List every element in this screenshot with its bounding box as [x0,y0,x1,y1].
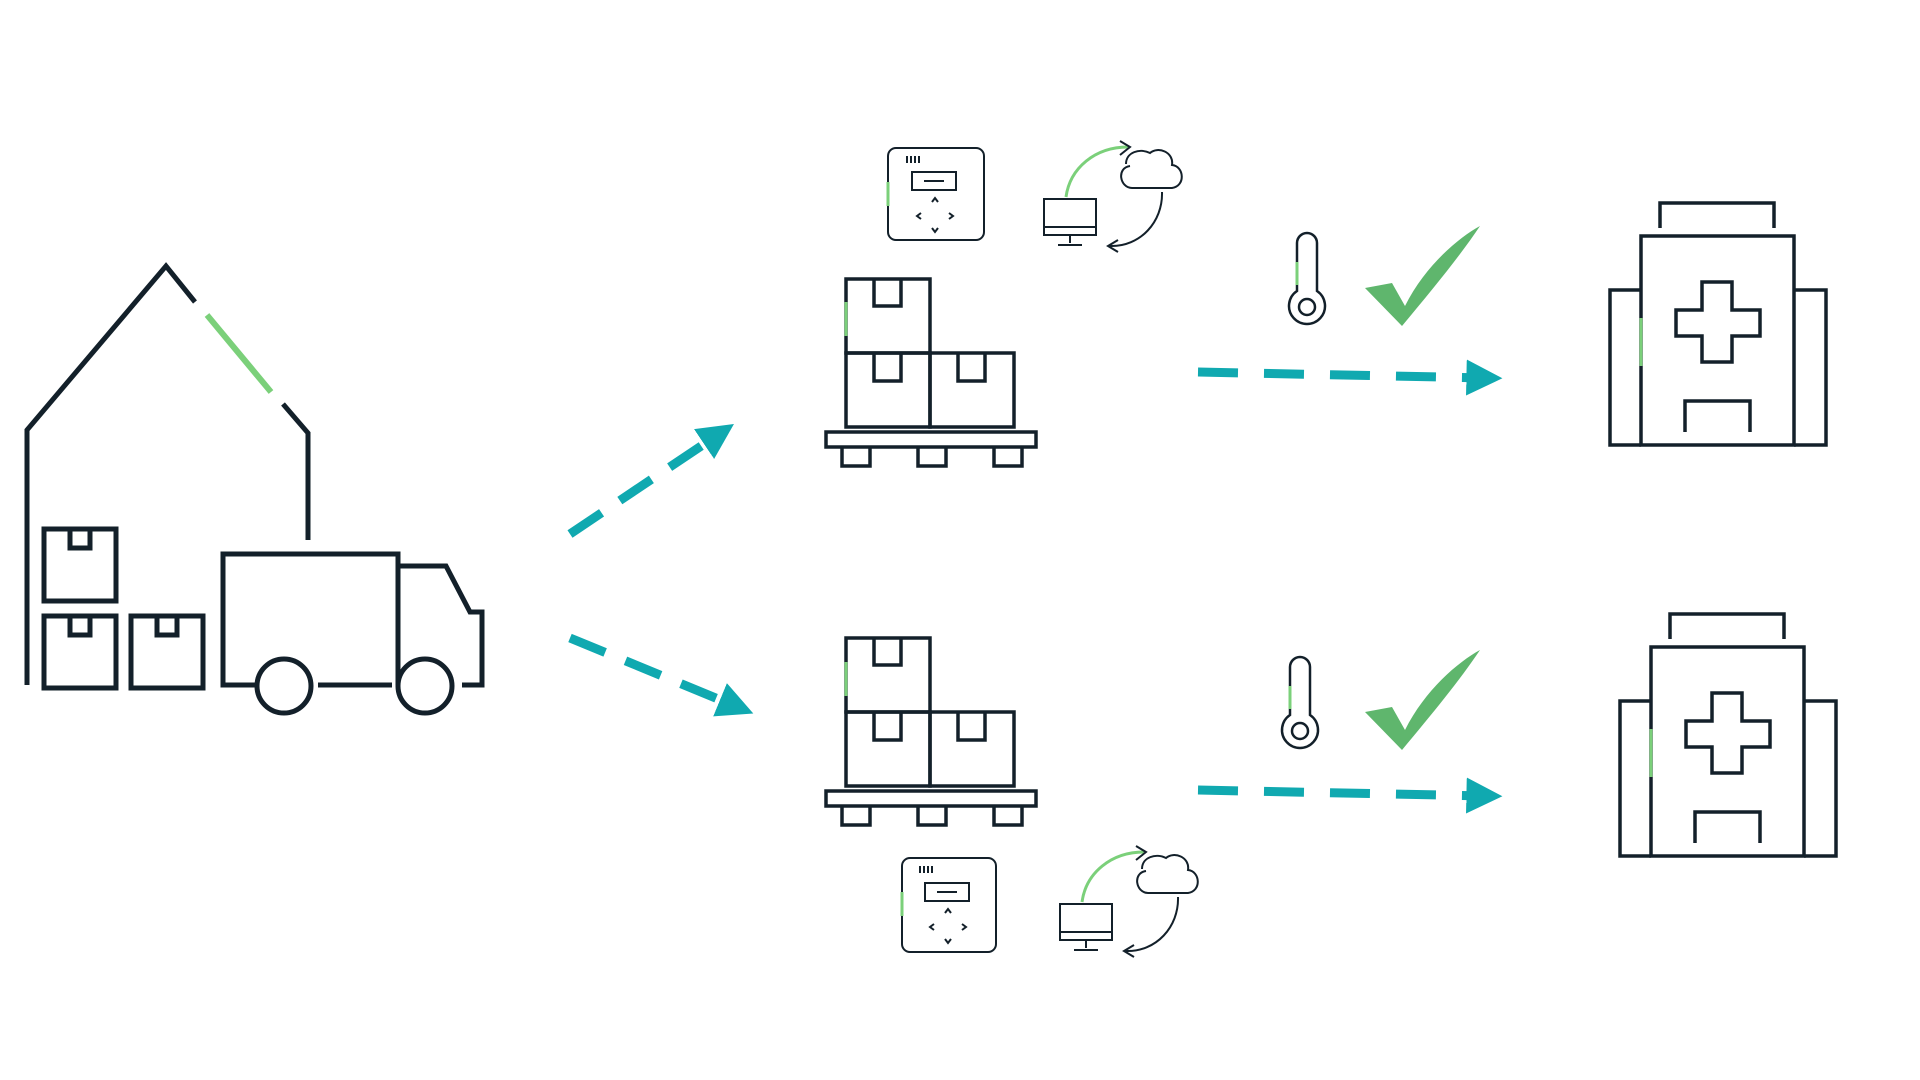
shipment-tracker-device-icon [900,857,997,953]
checkmark-icon [1365,650,1480,750]
truck-body [220,551,401,688]
flow-arrow-up [567,423,734,538]
thermometer-icon [1280,655,1320,750]
warehouse-roof-accent [204,313,274,394]
cloud-computer-sync-icon [1043,140,1183,253]
flow-arrow-down [568,633,754,717]
shipment-tracker-device-icon [886,147,985,241]
warehouse-right-wall [281,402,311,540]
truck-cab [398,563,485,688]
cloud-computer-sync-icon [1059,845,1199,958]
truck-wheel [254,656,314,716]
hospital-icon [1608,201,1828,447]
warehouse-box [41,613,119,691]
warehouse-box [41,526,119,604]
truck-wheel [395,656,455,716]
flow-arrows-origin [567,423,754,717]
pallet-with-boxes-icon [824,636,1038,827]
warehouse-with-truck-icon [24,262,485,716]
flow-arrow-right [1197,359,1503,396]
warehouse-outline [24,262,197,685]
hospital-icon [1618,612,1838,858]
pallet-with-boxes-icon [824,277,1038,468]
warehouse-box [128,613,206,691]
thermometer-icon [1287,231,1327,326]
checkmark-icon [1365,226,1480,326]
flow-arrow-right [1197,777,1503,814]
